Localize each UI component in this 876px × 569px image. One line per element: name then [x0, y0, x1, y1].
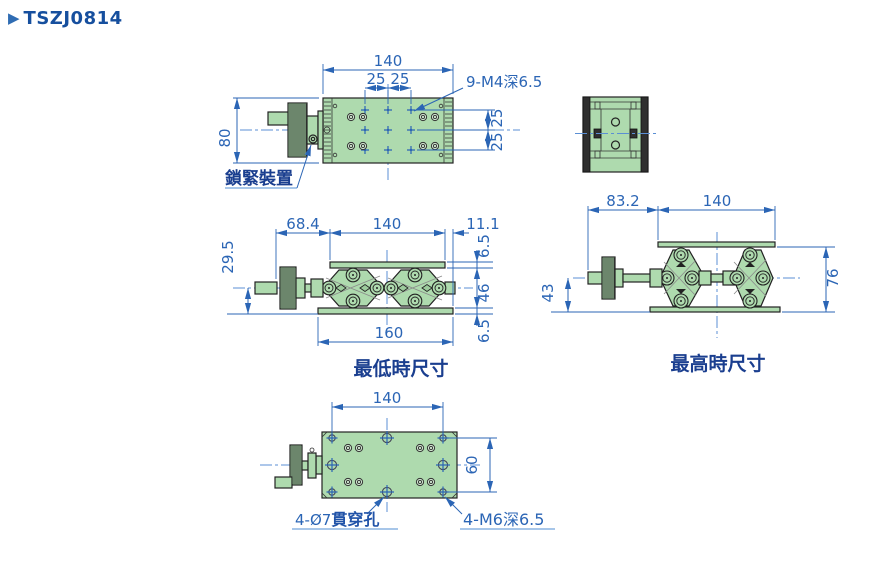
note-text-m6: 4-M6深6.5	[463, 510, 544, 529]
label-text-lock: 鎖緊裝置	[225, 168, 293, 189]
svg-text:4-Ø7貫穿孔: 4-Ø7貫穿孔	[295, 510, 379, 529]
highest-plates	[649, 241, 781, 313]
lowest-position-view: 68.4 140 11.1 6.5 46 6.5 29.5	[219, 215, 500, 380]
lowest-plates	[317, 261, 454, 315]
base-plate-bottom	[315, 431, 458, 499]
counterbore-screws-bottom	[343, 443, 436, 487]
dim-text-140-lowest: 140	[373, 215, 402, 233]
dim-text-140-highest: 140	[703, 192, 732, 210]
pivot-bearings	[321, 267, 447, 309]
dim-text-160: 160	[375, 324, 404, 342]
note-tapped-holes: 4-M6深6.5	[444, 496, 555, 530]
dim-lowest-center-height: 29.5	[219, 240, 318, 315]
dim-text-140-bottom: 140	[373, 389, 402, 407]
dim-text-111: 11.1	[466, 215, 499, 233]
lowest-scissor-mechanism	[321, 267, 456, 309]
dim-text-43: 43	[539, 283, 557, 302]
d7-through-holes	[325, 431, 450, 499]
dim-text-65-bottom: 6.5	[475, 319, 493, 343]
dim-text-2525-top: 25 25	[367, 70, 410, 88]
dim-lowest-top-chain: 68.4 140 11.1	[275, 215, 500, 306]
dim-highest-total: 76	[777, 246, 842, 313]
dim-highest-top-chain: 83.2 140	[587, 192, 776, 270]
dim-hole-pitch-top: 25 25	[364, 70, 412, 104]
dim-text-140: 140	[374, 52, 403, 70]
dim-text-832: 83.2	[606, 192, 639, 210]
note-text-d7-bold: 貫穿孔	[331, 510, 379, 529]
knurled-knob-lowest	[254, 266, 324, 310]
knurled-knob-highest	[587, 256, 663, 300]
pivot-bearings-highest	[659, 247, 771, 309]
note-through-holes: 4-Ø7貫穿孔	[292, 496, 398, 530]
m6-corner-holes	[326, 432, 449, 498]
part-number-title: ▶ TSZJ0814	[8, 8, 123, 29]
dim-lowest-right-stack: 6.5 46 6.5	[447, 234, 493, 343]
bottom-view-drawing: 140 60 4-Ø7貫穿孔 4-M6深6.5	[260, 389, 555, 530]
highest-position-view: 83.2 140 43 76 最高時尺寸	[539, 192, 842, 375]
dim-text-684: 68.4	[286, 215, 319, 233]
knurled-knob-top	[267, 102, 324, 158]
top-view-drawing: 140 25 25 80 25 25	[216, 52, 542, 189]
dim-text-2525-right: 25 25	[488, 109, 506, 152]
dim-text-295: 29.5	[219, 240, 237, 273]
dim-text-46: 46	[475, 283, 493, 302]
dim-text-60: 60	[463, 455, 481, 474]
highest-scissor-mechanism	[659, 247, 774, 309]
dim-bottom-width: 140	[331, 389, 444, 433]
end-view-drawing	[575, 96, 656, 173]
dim-hole-pitch-right: 25 25	[417, 109, 506, 152]
lock-screw	[308, 134, 318, 144]
note-text-m4: 9-M4深6.5	[466, 73, 542, 91]
note-m4-holes: 9-M4深6.5	[413, 73, 542, 112]
dim-top-width: 140	[322, 52, 454, 94]
end-view-body	[575, 96, 656, 173]
caption-highest: 最高時尺寸	[670, 352, 765, 375]
part-number-text: TSZJ0814	[23, 8, 123, 29]
label-lock-device: 鎖緊裝置	[225, 144, 312, 189]
triangle-marker-icon: ▶	[8, 9, 20, 27]
dim-text-76: 76	[824, 268, 842, 287]
counterbore-screws-top	[346, 112, 440, 151]
dim-bottom-depth: 60	[448, 437, 497, 493]
note-text-d7-prefix: 4-Ø7	[295, 511, 331, 529]
dim-text-65-top: 6.5	[475, 234, 493, 258]
knurled-knob-bottom	[274, 444, 317, 489]
dim-text-80: 80	[216, 128, 234, 147]
dim-lowest-base: 160	[317, 317, 454, 346]
caption-lowest: 最低時尺寸	[353, 357, 448, 380]
m4-hole-pattern	[361, 106, 415, 154]
dim-highest-center-height: 43	[539, 278, 650, 313]
